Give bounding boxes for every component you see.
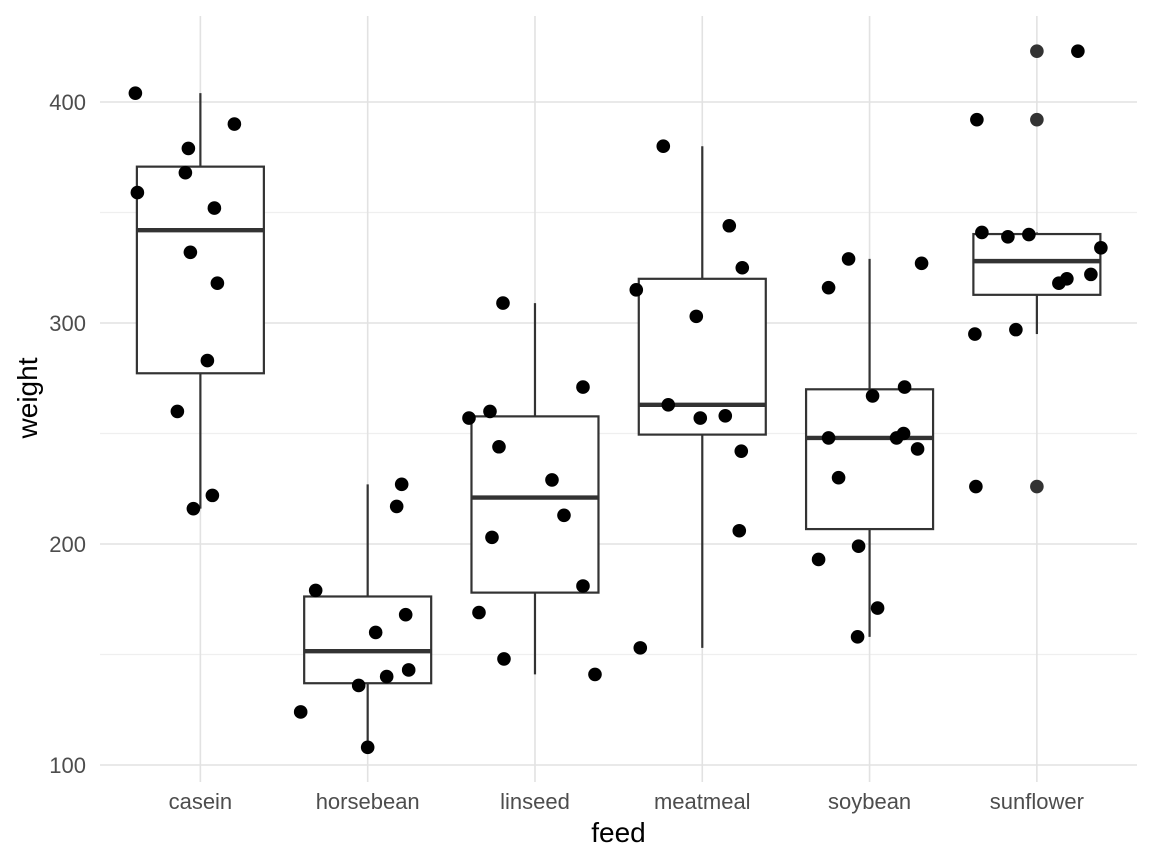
jitter-point-casein bbox=[210, 276, 225, 291]
jitter-point-soybean bbox=[811, 552, 826, 567]
y-tick-label-400: 400 bbox=[49, 90, 86, 115]
jitter-point-linseed bbox=[576, 579, 590, 593]
jitter-point-soybean bbox=[914, 256, 929, 271]
jitter-point-sunflower bbox=[1001, 230, 1015, 244]
box-meatmeal bbox=[637, 277, 767, 436]
jitter-point-soybean bbox=[870, 601, 885, 615]
jitter-point-horsebean bbox=[398, 607, 413, 622]
jitter-point-sunflower bbox=[969, 479, 983, 494]
jitter-point-linseed bbox=[483, 404, 497, 419]
jitter-point-meatmeal bbox=[718, 409, 733, 423]
x-tick-label-linseed: linseed bbox=[500, 789, 570, 814]
jitter-point-meatmeal bbox=[734, 444, 749, 458]
jitter-point-soybean bbox=[865, 389, 880, 403]
jitter-point-horsebean bbox=[360, 740, 375, 755]
jitter-point-casein bbox=[181, 141, 196, 156]
jitter-point-sunflower bbox=[968, 327, 982, 341]
jitter-point-soybean bbox=[889, 431, 904, 445]
jitter-point-sunflower bbox=[970, 112, 984, 127]
jitter-point-casein bbox=[170, 404, 185, 419]
jitter-point-linseed bbox=[545, 473, 559, 487]
x-axis-title: feed bbox=[591, 817, 646, 848]
jitter-point-soybean bbox=[821, 280, 836, 295]
jitter-point-linseed bbox=[496, 296, 510, 310]
x-tick-label-horsebean: horsebean bbox=[316, 789, 420, 814]
jitter-point-soybean bbox=[850, 630, 865, 644]
jitter-point-meatmeal bbox=[689, 309, 704, 324]
jitter-point-casein bbox=[186, 501, 201, 516]
box-soybean bbox=[804, 388, 935, 531]
x-tick-label-meatmeal: meatmeal bbox=[654, 789, 751, 814]
jitter-point-meatmeal bbox=[629, 283, 644, 297]
x-tick-label-sunflower: sunflower bbox=[990, 789, 1084, 814]
x-tick-label-casein: casein bbox=[169, 789, 233, 814]
jitter-point-linseed bbox=[472, 605, 486, 620]
jitter-point-soybean bbox=[841, 252, 856, 266]
jitter-point-linseed bbox=[576, 380, 590, 394]
y-axis-title: weight bbox=[12, 357, 43, 439]
jitter-point-linseed bbox=[485, 530, 499, 545]
outlier-point-sunflower bbox=[1030, 479, 1044, 494]
jitter-point-horsebean bbox=[379, 669, 394, 684]
box-sunflower bbox=[972, 232, 1102, 296]
jitter-point-meatmeal bbox=[735, 260, 750, 275]
jitter-point-casein bbox=[227, 117, 242, 131]
jitter-point-casein bbox=[183, 245, 198, 260]
jitter-point-linseed bbox=[557, 508, 571, 523]
outlier-point-sunflower bbox=[1030, 44, 1044, 58]
jitter-point-linseed bbox=[497, 652, 511, 666]
jitter-point-linseed bbox=[462, 411, 476, 425]
jitter-point-meatmeal bbox=[633, 641, 648, 655]
jitter-point-casein bbox=[128, 86, 143, 100]
y-tick-labels-group: 100 200 300 400 bbox=[49, 90, 86, 778]
boxplots-group bbox=[135, 44, 1102, 748]
jitter-point-soybean bbox=[821, 431, 836, 445]
y-tick-label-300: 300 bbox=[49, 311, 86, 336]
jitter-point-meatmeal bbox=[661, 397, 676, 412]
jitter-point-horsebean bbox=[351, 678, 366, 693]
outlier-point-sunflower bbox=[1030, 112, 1044, 127]
jitter-point-soybean bbox=[910, 442, 925, 456]
jitter-point-horsebean bbox=[368, 625, 383, 640]
jitter-point-horsebean bbox=[293, 705, 308, 719]
y-tick-label-100: 100 bbox=[49, 753, 86, 778]
jitter-point-sunflower bbox=[1022, 227, 1036, 242]
jitter-point-soybean bbox=[851, 539, 866, 554]
jitter-point-meatmeal bbox=[722, 218, 737, 233]
jitter-point-horsebean bbox=[401, 663, 416, 677]
jitter-point-horsebean bbox=[389, 499, 404, 514]
jitter-point-sunflower bbox=[1071, 44, 1085, 58]
jitter-point-casein bbox=[200, 353, 215, 368]
jitter-point-soybean bbox=[897, 380, 912, 394]
jitter-point-soybean bbox=[831, 470, 846, 485]
jitter-point-casein bbox=[178, 165, 193, 180]
box-casein bbox=[135, 165, 265, 375]
jitter-point-casein bbox=[130, 185, 145, 200]
jitter-point-sunflower bbox=[975, 225, 989, 240]
jitter-point-linseed bbox=[492, 439, 506, 454]
box-linseed bbox=[470, 415, 600, 594]
y-tick-label-200: 200 bbox=[49, 532, 86, 557]
jitter-point-meatmeal bbox=[656, 139, 671, 153]
jitter-point-sunflower bbox=[1052, 276, 1066, 291]
jitter-point-casein bbox=[205, 488, 220, 503]
jitter-point-horsebean bbox=[308, 583, 323, 598]
jitter-point-sunflower bbox=[1084, 267, 1098, 282]
jitter-point-meatmeal bbox=[732, 523, 747, 538]
jitter-points-group bbox=[128, 44, 1108, 755]
x-tick-labels-group: casein horsebean linseed meatmeal soybean sun… bbox=[169, 789, 1084, 814]
gridlines-group bbox=[100, 16, 1137, 782]
x-tick-label-soybean: soybean bbox=[828, 789, 911, 814]
jitter-point-casein bbox=[207, 201, 222, 215]
jitter-point-sunflower bbox=[1009, 322, 1023, 337]
jitter-point-sunflower bbox=[1094, 241, 1108, 255]
jitter-point-horsebean bbox=[394, 477, 409, 492]
jitter-point-meatmeal bbox=[693, 411, 708, 425]
jitter-point-linseed bbox=[588, 667, 602, 682]
